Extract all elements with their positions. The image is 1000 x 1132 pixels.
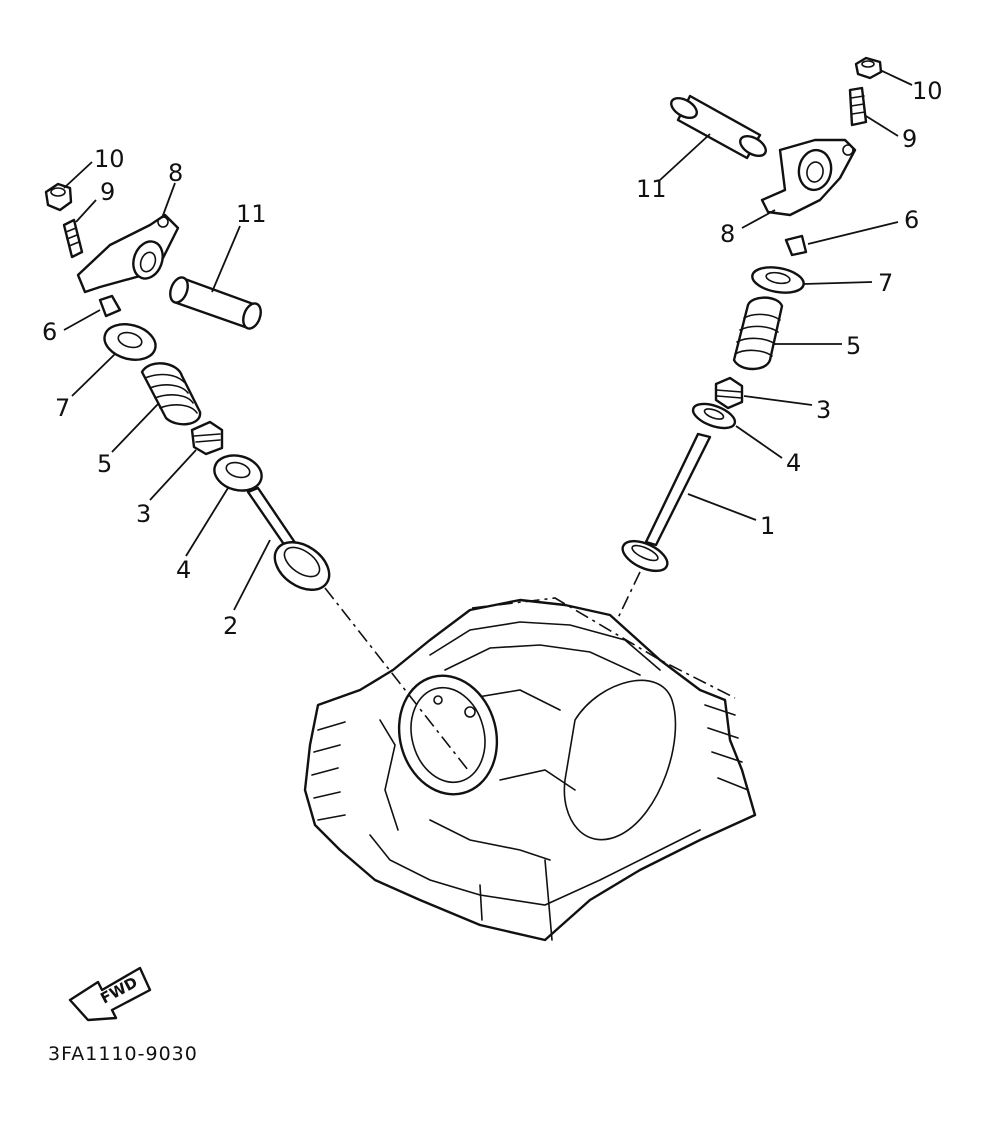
forward-direction-arrow: FWD: [68, 966, 152, 1022]
right-valve-stem-seal: [714, 376, 744, 410]
callout-left-valve: 2: [223, 612, 238, 640]
callouts: 10 9 8 11 6 7 5 3 4 2 10 9 11 8 6 7 5 3 …: [42, 77, 943, 640]
right-valve-spring: [732, 296, 784, 371]
head-top-edge: [471, 597, 736, 699]
callout-right-adjusting-screw: 9: [902, 125, 917, 153]
figure-code: 3FA1110-9030: [48, 1043, 198, 1065]
valve-seat-ring: [397, 674, 499, 796]
callout-right-spring-seat: 4: [786, 449, 801, 477]
right-spring-retainer: [751, 266, 805, 294]
callout-right-spring: 5: [846, 332, 861, 360]
callout-left-rocker-shaft: 11: [236, 200, 267, 228]
callout-right-rocker-shaft: 11: [636, 175, 667, 203]
left-valve-spring: [140, 362, 202, 426]
right-rocker-arm-nut: [854, 56, 883, 80]
right-valve-axis: [617, 571, 641, 619]
callout-right-cotter: 6: [904, 206, 919, 234]
left-rocker-arm-nut: [44, 182, 73, 212]
right-adjusting-screw: [848, 86, 868, 127]
callout-left-stem-seal: 3: [136, 500, 151, 528]
callout-right-retainer: 7: [878, 269, 893, 297]
callout-left-spring-seat: 4: [176, 556, 191, 584]
cylinder-head: [303, 598, 757, 942]
callout-left-rocker-arm: 8: [168, 159, 183, 187]
left-rocker-arm: [76, 213, 180, 294]
callout-left-retainer: 7: [55, 394, 70, 422]
left-rocker-shaft: [169, 276, 262, 330]
leader-lines: [63, 69, 913, 611]
callout-right-stem-seal: 3: [816, 396, 831, 424]
callout-left-spring: 5: [97, 450, 112, 478]
callout-left-adjusting-screw: 9: [100, 178, 115, 206]
left-valve-stem-seal: [190, 420, 224, 456]
right-valve: [621, 432, 712, 573]
callout-right-rocker-arm-nut: 10: [912, 77, 943, 105]
right-spring-seat: [691, 402, 737, 430]
callout-right-rocker-arm: 8: [720, 220, 735, 248]
left-spring-seat: [213, 454, 263, 492]
left-valve-axis: [324, 587, 469, 771]
right-valve-cotter: [784, 234, 808, 257]
left-valve-cotter: [98, 294, 122, 318]
left-adjusting-screw: [62, 218, 84, 259]
callout-left-cotter: 6: [42, 318, 57, 346]
right-rocker-shaft: [670, 94, 767, 160]
right-rocker-arm: [760, 138, 857, 217]
callout-right-valve: 1: [760, 512, 775, 540]
callout-left-rocker-arm-nut: 10: [94, 145, 125, 173]
left-spring-retainer: [103, 323, 157, 361]
left-valve: [246, 486, 331, 591]
